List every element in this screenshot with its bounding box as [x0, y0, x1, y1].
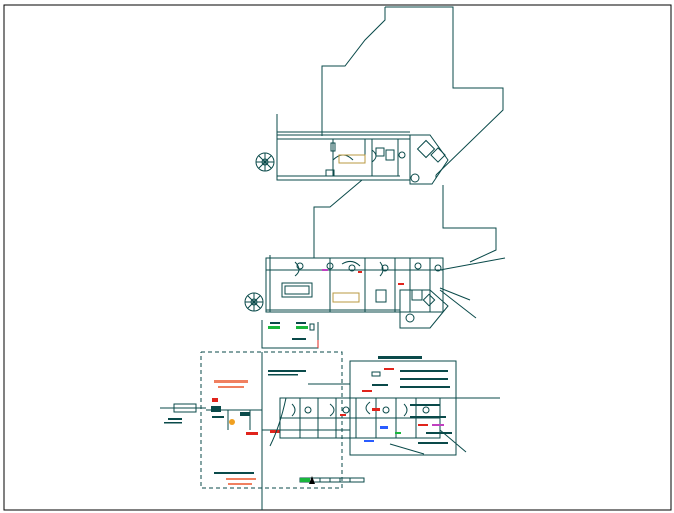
- callout-block-mid: [261, 320, 319, 349]
- north-arrow-icon: [309, 476, 315, 484]
- ground-building-outline: [265, 257, 444, 313]
- detail-frame-right: [349, 360, 457, 456]
- electrical-layout-plan: [160, 351, 500, 510]
- upper-building-outline: [276, 134, 411, 181]
- site-outline-upper: [385, 6, 504, 176]
- sheet-border: [3, 4, 672, 511]
- feeder-box: [173, 403, 197, 413]
- upper-floor-plan: [255, 6, 504, 185]
- angled-wing-ground: [399, 289, 449, 329]
- angled-wing-upper: [409, 134, 449, 185]
- ground-floor-plan: [244, 179, 506, 329]
- site-outline-ground: [442, 185, 497, 263]
- conference-table: [281, 282, 313, 298]
- dashed-boundary: [200, 351, 343, 489]
